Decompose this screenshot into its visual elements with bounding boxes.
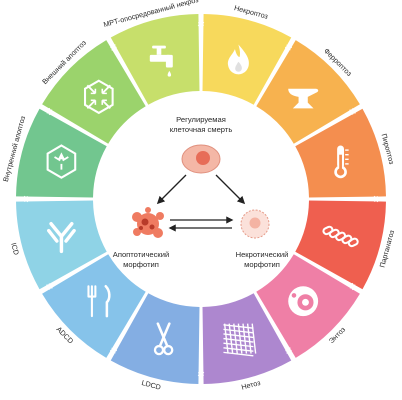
necrotic-label-line1: Некротический	[236, 250, 289, 259]
segment-label: LDCD	[141, 378, 162, 392]
segment-fork-knife	[42, 254, 146, 358]
apoptotic-label-line2: морфотип	[123, 260, 159, 269]
link-arrow	[373, 195, 379, 203]
necrotic-cell-icon	[240, 209, 270, 239]
link-arrow	[46, 107, 53, 116]
regulated-label-line1: Регулируемая	[176, 115, 226, 124]
segment-net	[202, 293, 292, 384]
segment-scissors	[110, 293, 200, 384]
faucet-icon	[149, 45, 173, 77]
link-arrow	[349, 282, 356, 291]
apoptotic-cell-icon	[132, 207, 164, 238]
segment-icons	[46, 44, 359, 357]
segment-label: Пироптоз	[380, 133, 397, 166]
fire-icon	[227, 44, 249, 75]
hexagon-inward-icon	[46, 144, 77, 179]
regulated-label-line2: клеточная смерть	[170, 125, 233, 134]
link-arrow	[197, 21, 205, 27]
center-panel: Регулируемая клеточная смерть Апоптотиче…	[113, 115, 289, 269]
link-arrow	[46, 283, 53, 290]
anvil-icon	[288, 88, 319, 109]
regulated-cell-icon	[181, 144, 221, 174]
link-arrow	[110, 44, 117, 51]
arrow-to-apoptotic	[156, 174, 187, 205]
segment-label: ICD	[9, 242, 21, 256]
net-icon	[223, 323, 257, 357]
segment-link-arrows	[23, 21, 379, 377]
link-arrow	[284, 44, 293, 51]
fork-knife-icon	[87, 284, 111, 318]
link-arrow	[23, 195, 29, 203]
thermometer-icon	[334, 145, 349, 179]
cell-in-cell-icon	[288, 286, 319, 317]
arrow-to-necrotic	[215, 174, 246, 205]
necrotic-label-line2: морфотип	[244, 260, 280, 269]
segment-chain	[295, 200, 386, 290]
segment-label: Нетоз	[240, 378, 262, 392]
link-arrow	[285, 347, 292, 354]
link-arrow	[349, 108, 356, 115]
apoptotic-label-line1: Апоптотический	[113, 250, 169, 259]
hexagon-outward-icon	[83, 79, 114, 115]
link-arrow	[197, 371, 205, 377]
link-arrow	[109, 347, 118, 354]
scissors-icon	[153, 322, 174, 356]
chain-icon	[322, 225, 359, 248]
segment-ring	[16, 14, 386, 384]
antibody-icon	[47, 222, 76, 254]
